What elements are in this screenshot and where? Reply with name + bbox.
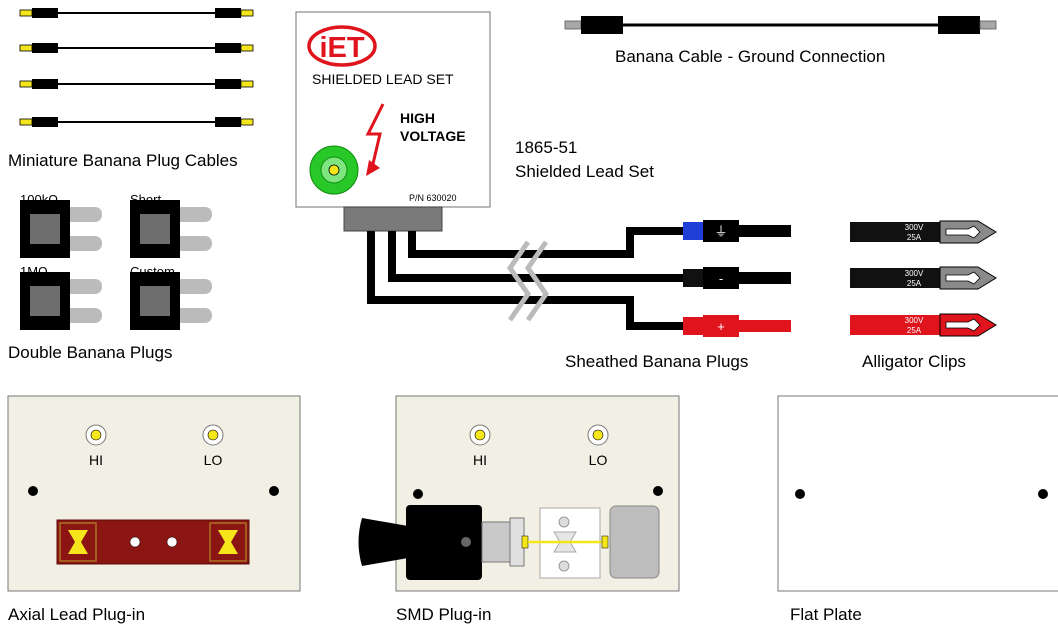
- sheathed-plug-negative: -: [683, 267, 791, 289]
- hi-label: HI: [473, 452, 487, 468]
- clip-teeth: [945, 225, 981, 239]
- lead-set-label-2: Shielded Lead Set: [515, 162, 654, 181]
- double-plug: 1MΩ: [20, 264, 102, 330]
- smd-clamp-body: [406, 505, 482, 580]
- iet-logo-icon: [307, 25, 377, 67]
- bolt-arrow: [366, 160, 380, 176]
- mini-cable: [19, 8, 254, 18]
- lo-label: LO: [204, 452, 223, 468]
- sheath-color-band: [683, 222, 703, 240]
- smd-pressure-block: [609, 505, 660, 579]
- clip-teeth: [945, 318, 981, 332]
- mounting-hole: [413, 489, 423, 499]
- miniature-banana-cables: [19, 8, 254, 127]
- shielded-lead-box: iET SHIELDED LEAD SET HIGH VOLTAGE P/N 6…: [295, 11, 491, 232]
- warning-line1: HIGH: [400, 110, 435, 126]
- clip-rating-voltage: 300V: [905, 316, 924, 325]
- jack-pin: [328, 164, 340, 176]
- mini-cable: [19, 117, 254, 127]
- ground-banana-cable: [564, 16, 997, 34]
- sheathed-plug-positive: +: [683, 315, 791, 337]
- clip-rating-voltage: 300V: [905, 269, 924, 278]
- mini-cable: [19, 43, 254, 53]
- mounting-hole: [28, 486, 38, 496]
- axial-clamp-icon: [68, 530, 88, 554]
- clip-sleeve: [850, 315, 940, 335]
- leadbox-title: SHIELDED LEAD SET: [312, 71, 454, 87]
- axial-clamp-icon: [218, 530, 238, 554]
- lead-set-label-1: 1865-51: [515, 138, 577, 157]
- plug-value-label: 100kΩ: [20, 192, 58, 207]
- double-plug: 100kΩ: [20, 192, 102, 258]
- alligator-clip: 300V 25A: [850, 313, 997, 337]
- mounting-hole: [653, 486, 663, 496]
- mounting-hole: [269, 486, 279, 496]
- plug-value-label: Custom: [130, 264, 175, 279]
- plug-value-label: 1MΩ: [20, 264, 48, 279]
- alligator-clips-label: Alligator Clips: [862, 352, 966, 371]
- hi-label: HI: [89, 452, 103, 468]
- clip-rating-voltage: 300V: [905, 223, 924, 232]
- minus-symbol: -: [719, 271, 723, 286]
- lightning-bolt-icon: [365, 103, 385, 169]
- double-plug: Short: [130, 192, 212, 258]
- mounting-hole: [1038, 489, 1048, 499]
- cable-strain-relief: [343, 206, 443, 232]
- flat-plate: [777, 395, 1058, 592]
- alligator-clip: 300V 25A: [850, 220, 997, 244]
- lo-label: LO: [589, 452, 608, 468]
- ground-cable-label: Banana Cable - Ground Connection: [615, 47, 885, 66]
- mini-cables-label: Miniature Banana Plug Cables: [8, 151, 238, 170]
- clip-sleeve: [850, 268, 940, 288]
- axial-plug-in: HI LO: [7, 395, 301, 592]
- warning-line2: VOLTAGE: [400, 128, 466, 144]
- double-plugs-label: Double Banana Plugs: [8, 343, 172, 362]
- double-plug: Custom: [130, 264, 212, 330]
- axial-label: Axial Lead Plug-in: [8, 605, 145, 624]
- lo-terminal-icon: [202, 424, 224, 446]
- hi-terminal-icon: [469, 424, 491, 446]
- clip-rating-current: 25A: [907, 279, 922, 288]
- flat-plate-label: Flat Plate: [790, 605, 862, 624]
- sheath-color-band: [683, 317, 703, 335]
- clip-rating-current: 25A: [907, 326, 922, 335]
- cable-break-icon: [506, 240, 550, 322]
- clip-rating-current: 25A: [907, 233, 922, 242]
- clip-teeth: [945, 271, 981, 285]
- logo-text: iET: [319, 32, 364, 64]
- smd-plug-in: HI LO: [358, 395, 680, 592]
- part-number: P/N 630020: [409, 193, 457, 203]
- plus-symbol: +: [717, 319, 725, 334]
- lo-terminal-icon: [587, 424, 609, 446]
- ground-symbol-icon: ⏚: [714, 224, 727, 239]
- double-banana-plugs: 100kΩ Short 1MΩ Custom: [20, 192, 212, 330]
- sheath-color-band: [683, 269, 703, 287]
- lead-cables: [367, 227, 683, 330]
- hi-terminal-icon: [85, 424, 107, 446]
- mounting-hole: [795, 489, 805, 499]
- plug-value-label: Short: [130, 192, 161, 207]
- sheathed-plugs: ⏚ - +: [683, 220, 791, 337]
- alligator-clips: 300V 25A 300V 25A 300V 25A: [850, 220, 997, 337]
- sheathed-plugs-label: Sheathed Banana Plugs: [565, 352, 748, 371]
- clip-sleeve: [850, 222, 940, 242]
- mini-cable: [19, 79, 254, 89]
- smd-label: SMD Plug-in: [396, 605, 491, 624]
- sheathed-plug-ground: ⏚: [683, 220, 791, 242]
- knob-handle-icon: [358, 518, 408, 566]
- alligator-clip: 300V 25A: [850, 266, 997, 290]
